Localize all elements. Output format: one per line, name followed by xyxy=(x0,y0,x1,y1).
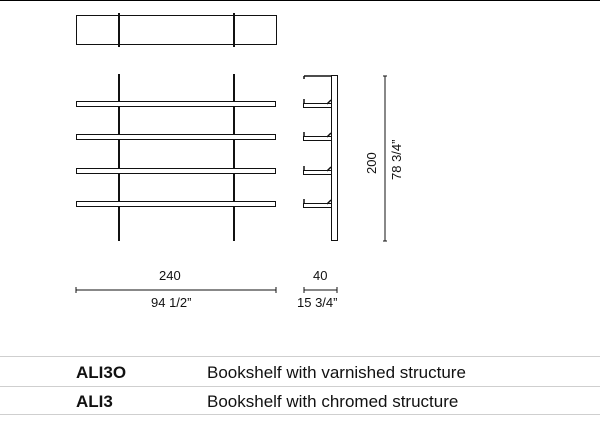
side-shelf-2 xyxy=(303,136,332,141)
side-shelf-1 xyxy=(303,103,332,108)
side-shelf-4 xyxy=(303,203,332,208)
side-view-post xyxy=(331,75,338,241)
depth-cm-label: 40 xyxy=(313,268,328,283)
front-shelf-1 xyxy=(76,101,276,107)
table-rule xyxy=(0,414,600,415)
depth-in-label: 15 3/4” xyxy=(297,295,338,310)
side-shelf-3 xyxy=(303,170,332,175)
product-code: ALI3O xyxy=(76,363,127,382)
product-code: ALI3 xyxy=(76,392,113,411)
product-description: Bookshelf with varnished structure xyxy=(207,363,466,382)
width-in-label: 94 1/2” xyxy=(151,295,192,310)
width-cm-label: 240 xyxy=(159,268,181,283)
front-shelf-3 xyxy=(76,168,276,174)
table-row: ALI3O Bookshelf with varnished structure xyxy=(0,357,600,385)
product-description: Bookshelf with chromed structure xyxy=(207,392,459,411)
table-rule xyxy=(0,386,600,387)
height-in-label: 78 3/4” xyxy=(389,139,404,180)
top-view-outline xyxy=(76,15,277,45)
table-rule xyxy=(0,356,600,357)
front-shelf-2 xyxy=(76,134,276,140)
front-shelf-4 xyxy=(76,201,276,207)
top-border-line xyxy=(0,0,600,1)
table-row: ALI3 Bookshelf with chromed structure xyxy=(0,386,600,414)
height-cm-label: 200 xyxy=(364,152,379,174)
